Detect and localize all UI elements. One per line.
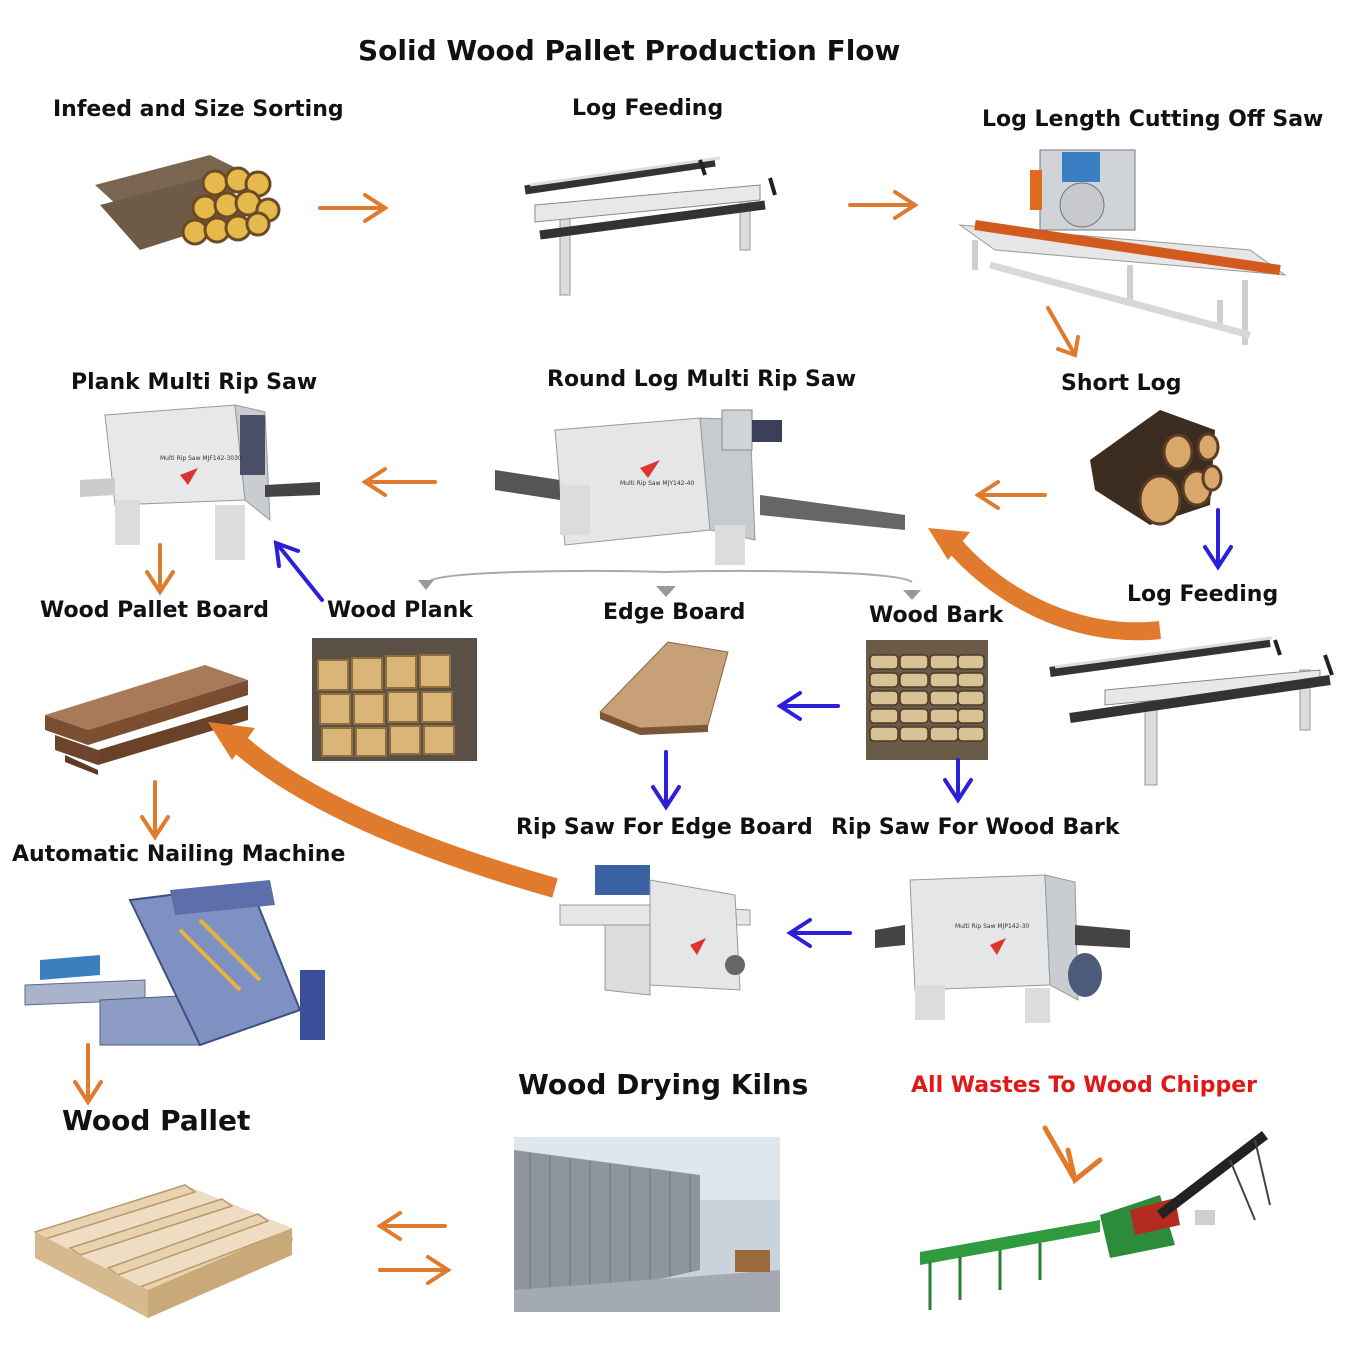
rip-saw-wood-bark-image: Multi Rip Saw MJP142-30	[875, 874, 1130, 1023]
curved-arrow-to-round-saw	[928, 528, 1161, 641]
wood-pallet-image	[33, 1184, 293, 1318]
label-log-feeding-top: Log Feeding	[572, 96, 724, 121]
label-chipper: All Wastes To Wood Chipper	[911, 1073, 1257, 1098]
rip-saw-edge-board-image	[559, 865, 751, 996]
label-log-feeding-right: Log Feeding	[1127, 582, 1279, 607]
plank-saw-plate: Multi Rip Saw MJF142-3030	[160, 455, 242, 462]
label-short-log: Short Log	[1061, 371, 1182, 396]
pallet-board-image	[45, 665, 248, 775]
bark-saw-plate: Multi Rip Saw MJP142-30	[955, 923, 1029, 930]
edge-board-image	[599, 641, 729, 735]
label-length-saw: Log Length Cutting Off Saw	[982, 107, 1324, 132]
round-saw-plate: Multi Rip Saw MJY142-40	[620, 480, 694, 487]
blue-arrows	[273, 508, 1233, 948]
nailing-machine-image	[24, 880, 325, 1047]
label-wood-bark: Wood Bark	[869, 603, 1004, 628]
label-nailing: Automatic Nailing Machine	[12, 842, 346, 867]
log-length-saw-image	[958, 149, 1287, 345]
label-plank-saw: Plank Multi Rip Saw	[71, 370, 318, 395]
gray-branch-arrows	[418, 570, 921, 600]
wood-bark-photo	[866, 640, 988, 760]
label-wood-plank: Wood Plank	[327, 598, 473, 623]
label-infeed: Infeed and Size Sorting	[53, 97, 344, 122]
log-pile-image	[95, 155, 281, 250]
label-pallet-board: Wood Pallet Board	[40, 598, 270, 623]
label-edge-board: Edge Board	[603, 600, 746, 625]
curved-arrow-to-pallet-board	[208, 722, 558, 898]
short-log-image	[1090, 410, 1223, 526]
log-feeding-conveyor-right	[1049, 636, 1334, 786]
label-wood-pallet: Wood Pallet	[62, 1104, 251, 1137]
label-round-log-saw: Round Log Multi Rip Saw	[547, 367, 857, 392]
wood-chipper-image	[920, 1131, 1271, 1310]
diagram-title: Solid Wood Pallet Production Flow	[358, 34, 901, 67]
round-log-multi-rip-saw-image: Multi Rip Saw MJY142-40	[495, 409, 905, 565]
log-feeding-conveyor-top	[524, 156, 777, 296]
drying-kilns-photo	[514, 1137, 780, 1312]
plank-multi-rip-saw-image: Multi Rip Saw MJF142-3030	[80, 404, 320, 560]
label-rip-edge: Rip Saw For Edge Board	[516, 815, 813, 840]
wood-plank-photo	[312, 638, 477, 761]
orange-arrows	[73, 190, 1103, 1285]
label-rip-bark: Rip Saw For Wood Bark	[831, 815, 1120, 840]
label-drying-kilns: Wood Drying Kilns	[518, 1068, 809, 1101]
